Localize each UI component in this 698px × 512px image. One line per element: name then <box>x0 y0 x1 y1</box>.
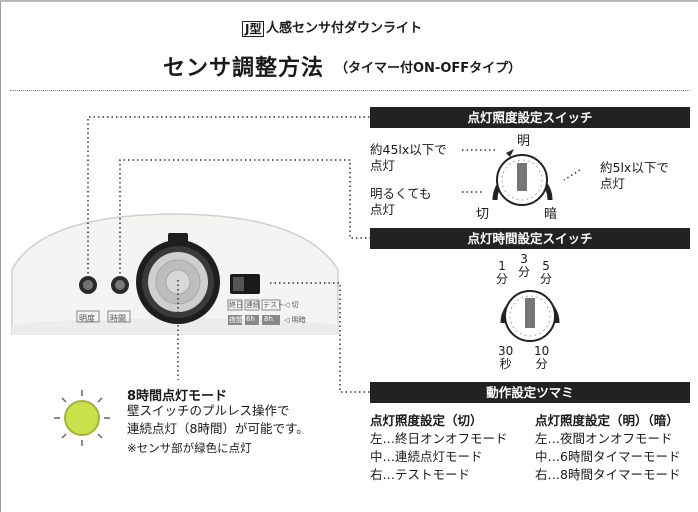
device-knob1-tag: 明度 <box>79 314 95 323</box>
device-knob1-label-off: 切 <box>82 281 90 290</box>
mode-item: 中…6時間タイマーモード <box>535 449 681 464</box>
device-illustration <box>11 213 339 335</box>
device-mode2-label-3: 8h <box>264 315 273 323</box>
mode-column-bright-dark-heading: 点灯照度設定（明）（暗） <box>535 413 679 428</box>
header-divider <box>10 90 690 91</box>
time-label-10min: 10 分 <box>534 344 550 371</box>
device-mode2-label-1: 夜間 <box>229 316 243 324</box>
note-5lx: 約5lx以下で 点灯 <box>600 160 669 191</box>
label-dark: 暗 <box>544 207 558 222</box>
mode-8h-title: 8時間点灯モード <box>127 389 228 404</box>
label-off: 切 <box>476 207 490 222</box>
label-bright: 明 <box>517 134 531 149</box>
page-title: センサ調整方法 <box>163 56 325 81</box>
device-mode-arrow: ◁ 切 <box>284 301 299 309</box>
frame-left-border <box>0 0 1 512</box>
mode-item: 右…8時間タイマーモード <box>535 467 681 482</box>
mode-8h-note: ※センサ部が緑色に点灯 <box>127 441 252 455</box>
note-45lx: 約45lx以下で 点灯 <box>370 142 447 173</box>
mode-item: 左…夜間オンオフモード <box>535 431 673 446</box>
mode-item: 左…終日オンオフモード <box>370 431 508 446</box>
note-always-on: 明るくても 点灯 <box>370 186 432 217</box>
device-knob2-tag: 時間 <box>110 314 126 323</box>
illuminance-dial <box>462 149 581 206</box>
device-mode-label-1: 終日 <box>229 301 243 309</box>
time-label-1min: 1 分 <box>496 259 509 286</box>
header-subtitle: 人感センサ付ダウンライト <box>266 21 423 36</box>
illuminance-switch-header: 点灯照度設定スイッチ <box>370 107 690 128</box>
time-label-5min: 5 分 <box>540 259 553 286</box>
mode-item: 中…連続点灯モード <box>370 449 483 464</box>
device-mode-label-2: 連続 <box>246 301 260 309</box>
mode-column-off-heading: 点灯照度設定（切） <box>370 413 483 428</box>
mode-item: 右…テストモード <box>370 467 471 482</box>
device-mode2-label-2: 6h <box>246 315 255 323</box>
mode-8h-line2: 連続点灯（8時間）が可能です。 <box>127 421 309 436</box>
page-title-suffix: （タイマー付ON-OFFタイプ） <box>335 61 522 76</box>
device-mode2-arrow: ◁ 明暗 <box>284 316 306 324</box>
device-mode-label-3: テスト <box>263 301 284 309</box>
green-led-icon <box>54 390 110 446</box>
time-label-3min: 3 分 <box>518 252 531 279</box>
time-dial <box>500 290 560 342</box>
brand-tag: J型 <box>242 21 265 37</box>
mode-8h-line1: 壁スイッチのプルレス操作で <box>127 403 290 418</box>
frame-top-border <box>0 0 698 2</box>
mode-column-bright-dark: 点灯照度設定（明）（暗） 左…夜間オンオフモード 中…6時間タイマーモード 右…… <box>535 412 680 484</box>
time-label-30sec: 30 秒 <box>498 344 514 371</box>
operation-knob-header: 動作設定ツマミ <box>370 382 690 403</box>
time-switch-header: 点灯時間設定スイッチ <box>370 228 690 249</box>
mode-column-off: 点灯照度設定（切） 左…終日オンオフモード 中…連続点灯モード 右…テストモード <box>370 412 508 484</box>
